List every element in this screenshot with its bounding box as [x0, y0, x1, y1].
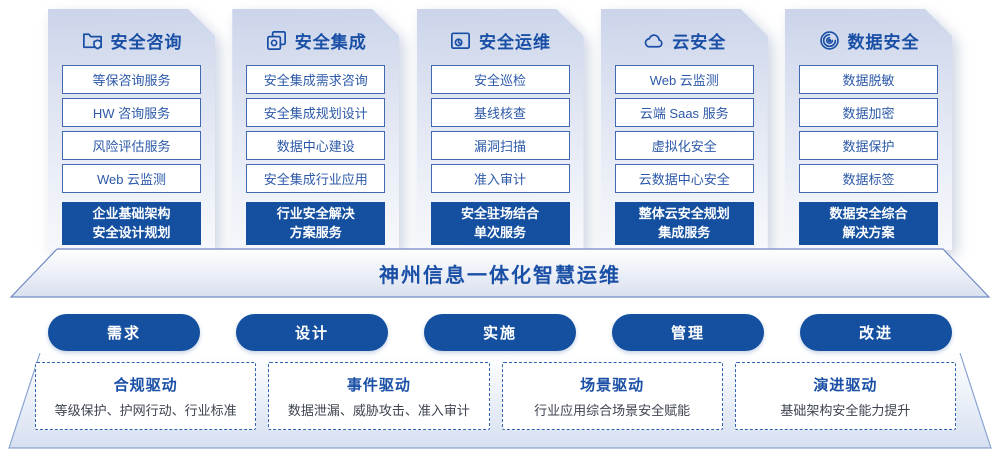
service-item: 等保咨询服务 — [62, 65, 201, 94]
service-column: 云安全 Web 云监测云端 Saas 服务虚拟化安全云数据中心安全 整体云安全规… — [601, 9, 768, 250]
driver-desc: 基础架构安全能力提升 — [780, 402, 911, 418]
driver-desc: 行业应用综合场景安全赋能 — [534, 402, 691, 418]
service-item: Web 云监测 — [62, 164, 201, 193]
service-item: 云端 Saas 服务 — [615, 98, 754, 127]
spiral-icon — [818, 29, 841, 52]
driver-title: 事件驱动 — [346, 376, 411, 394]
driver-desc: 数据泄漏、威胁攻击、准入审计 — [287, 402, 470, 418]
service-item: 数据中心建设 — [246, 131, 385, 160]
column-header: 数据安全 — [785, 28, 952, 52]
service-item: 虚拟化安全 — [615, 131, 754, 160]
column-items: Web 云监测云端 Saas 服务虚拟化安全云数据中心安全 — [601, 65, 768, 193]
process-step-pill: 管理 — [612, 314, 764, 351]
column-items: 安全巡检基线核查漏洞扫描准入审计 — [417, 65, 584, 193]
cloud-icon — [642, 29, 665, 52]
service-item: 安全集成规划设计 — [246, 98, 385, 127]
column-header: 安全运维 — [417, 28, 584, 52]
service-item: 数据保护 — [799, 131, 938, 160]
column-highlight: 数据安全综合 解决方案 — [799, 202, 938, 245]
service-item: 安全集成需求咨询 — [246, 65, 385, 94]
column-highlight: 企业基础架构 安全设计规划 — [62, 202, 201, 245]
service-item: 漏洞扫描 — [431, 131, 570, 160]
process-step-pill: 实施 — [424, 314, 576, 351]
driver-boxes: 合规驱动 等级保护、护网行动、行业标准 事件驱动 数据泄漏、威胁攻击、准入审计 … — [35, 362, 956, 430]
highlight-line1: 行业安全解决 — [276, 205, 355, 221]
driver-box: 场景驱动 行业应用综合场景安全赋能 — [501, 362, 723, 430]
highlight-line2: 单次服务 — [473, 224, 526, 240]
banner-trapezoid — [9, 248, 991, 298]
service-column: 安全运维 安全巡检基线核查漏洞扫描准入审计 安全驻场结合 单次服务 — [417, 9, 584, 250]
service-item: 安全巡检 — [431, 65, 570, 94]
column-title: 安全咨询 — [110, 32, 183, 52]
service-item: 准入审计 — [431, 164, 570, 193]
driver-title: 合规驱动 — [113, 376, 178, 394]
process-steps: 需求 设计 实施 管理 改进 — [48, 314, 952, 351]
column-items: 安全集成需求咨询安全集成规划设计数据中心建设安全集成行业应用 — [232, 65, 399, 193]
highlight-line1: 企业基础架构 — [92, 205, 171, 221]
highlight-line2: 集成服务 — [658, 224, 711, 240]
service-item: 风险评估服务 — [62, 131, 201, 160]
highlight-line2: 安全设计规划 — [92, 224, 171, 240]
service-column: 安全咨询 等保咨询服务 HW 咨询服务风险评估服务 Web 云监测 企业基础架构 安… — [48, 9, 215, 250]
column-title: 数据安全 — [847, 32, 920, 52]
column-header: 安全咨询 — [48, 28, 215, 52]
highlight-line1: 整体云安全规划 — [638, 205, 730, 221]
service-item: 数据标签 — [799, 164, 938, 193]
service-item: 云数据中心安全 — [615, 164, 754, 193]
column-title: 云安全 — [672, 32, 727, 52]
driver-box: 事件驱动 数据泄漏、威胁攻击、准入审计 — [268, 362, 490, 430]
highlight-line2: 解决方案 — [842, 224, 895, 240]
service-column: 数据安全 数据脱敏数据加密数据保护数据标签 数据安全综合 解决方案 — [785, 9, 952, 250]
copy-docs-icon — [265, 29, 288, 52]
column-items: 数据脱敏数据加密数据保护数据标签 — [785, 65, 952, 193]
service-item: 安全集成行业应用 — [246, 164, 385, 193]
column-items: 等保咨询服务 HW 咨询服务风险评估服务 Web 云监测 — [48, 65, 215, 193]
highlight-line1: 安全驻场结合 — [460, 205, 539, 221]
service-item: HW 咨询服务 — [62, 98, 201, 127]
highlight-line2: 方案服务 — [289, 224, 342, 240]
driver-title: 场景驱动 — [580, 376, 645, 394]
service-columns: 安全咨询 等保咨询服务 HW 咨询服务风险评估服务 Web 云监测 企业基础架构 安… — [48, 9, 952, 250]
process-step-pill: 设计 — [236, 314, 388, 351]
banner-title: 神州信息一体化智慧运维 — [379, 265, 621, 287]
column-header: 云安全 — [601, 28, 768, 52]
service-item: 数据加密 — [799, 98, 938, 127]
column-highlight: 安全驻场结合 单次服务 — [431, 202, 570, 245]
process-step-pill: 需求 — [48, 314, 200, 351]
column-header: 安全集成 — [232, 28, 399, 52]
driver-box: 演进驱动 基础架构安全能力提升 — [734, 362, 956, 430]
service-item: 基线核查 — [431, 98, 570, 127]
folder-clock-icon — [449, 29, 472, 52]
service-item: Web 云监测 — [615, 65, 754, 94]
column-highlight: 行业安全解决 方案服务 — [246, 202, 385, 245]
column-title: 安全运维 — [479, 32, 551, 52]
driver-box: 合规驱动 等级保护、护网行动、行业标准 — [35, 362, 257, 430]
process-step-pill: 改进 — [800, 314, 952, 351]
folder-shield-icon — [81, 29, 104, 52]
service-item: 数据脱敏 — [799, 65, 938, 94]
highlight-line1: 数据安全综合 — [829, 205, 908, 221]
column-highlight: 整体云安全规划 集成服务 — [615, 202, 754, 245]
driver-desc: 等级保护、护网行动、行业标准 — [54, 402, 237, 418]
column-title: 安全集成 — [294, 32, 367, 52]
service-column: 安全集成 安全集成需求咨询安全集成规划设计数据中心建设安全集成行业应用 行业安全… — [232, 9, 399, 250]
driver-title: 演进驱动 — [813, 376, 878, 394]
